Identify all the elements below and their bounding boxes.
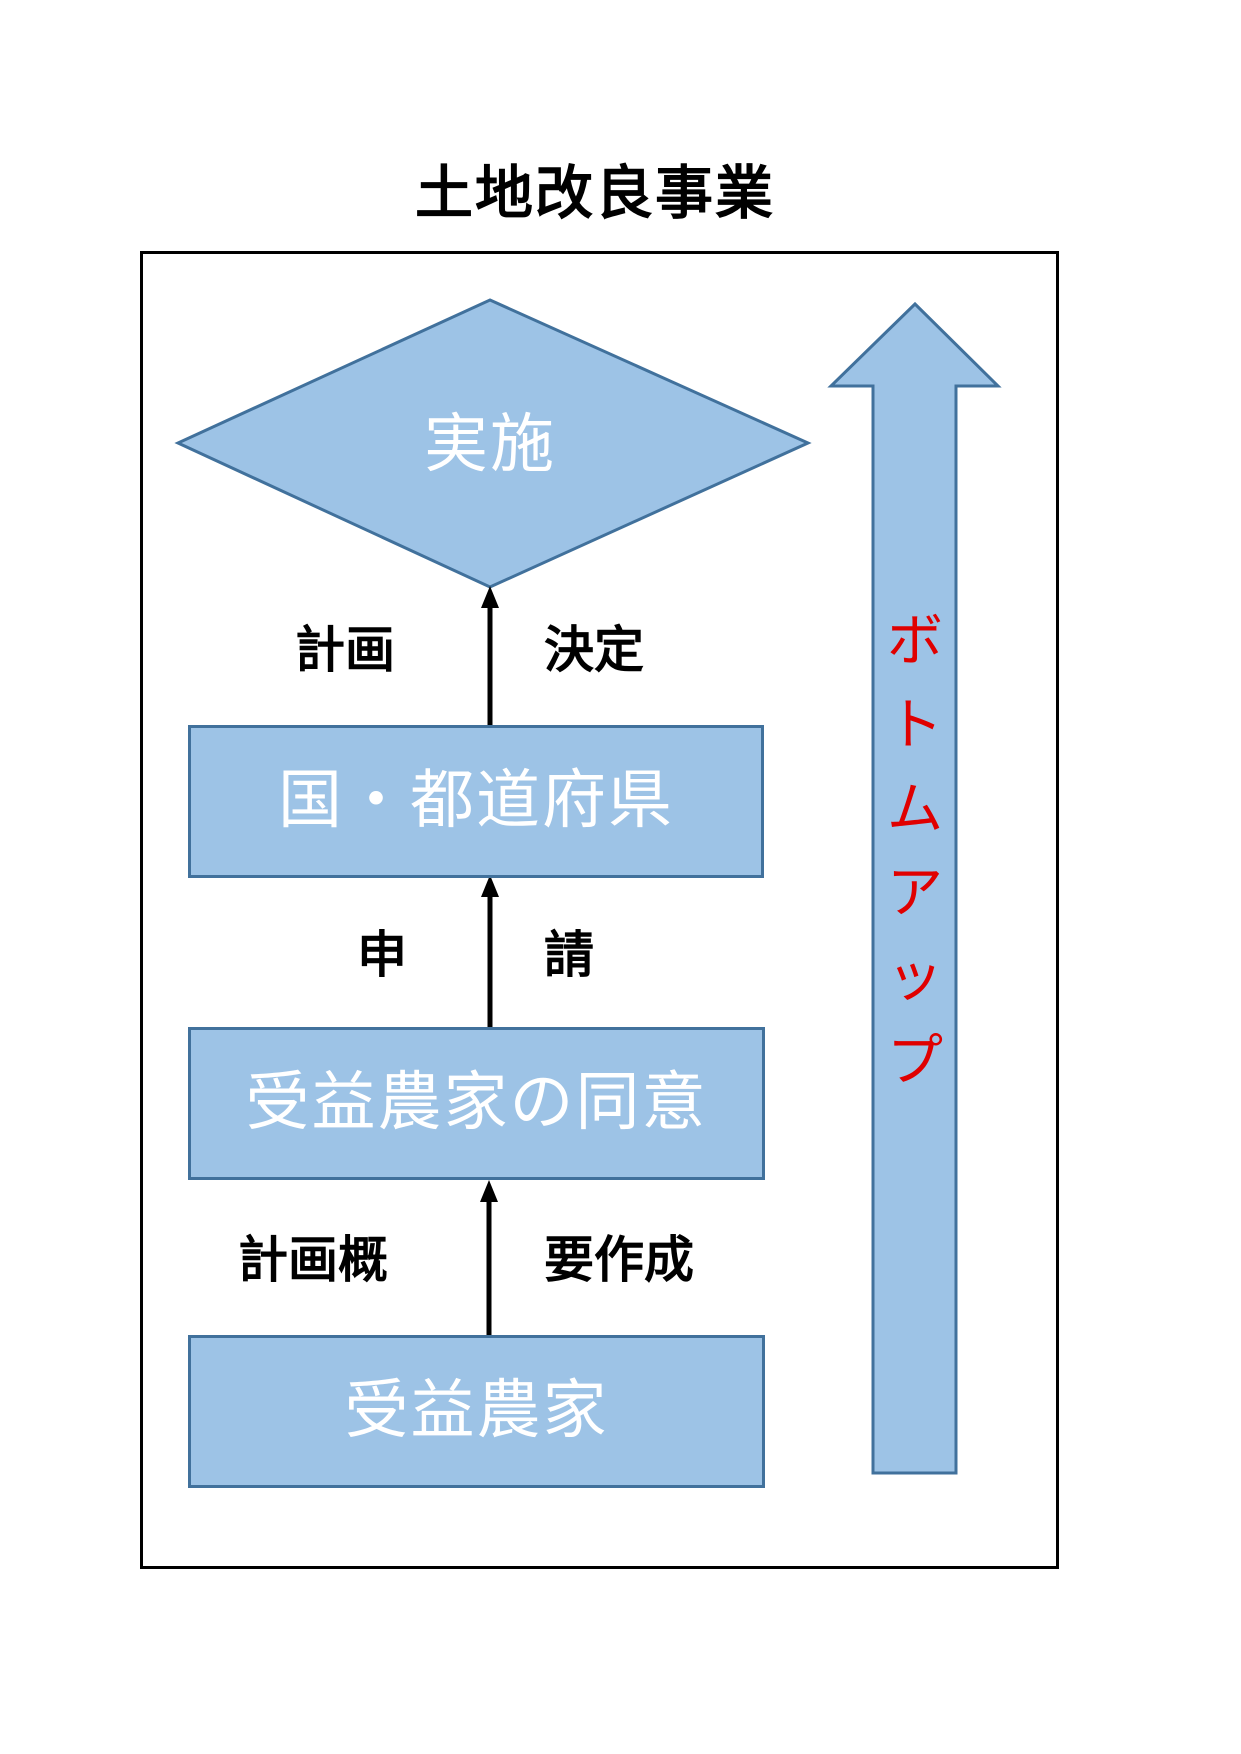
government-box: 国・都道府県 (188, 725, 764, 878)
edge-label-apply-left: 申 (357, 926, 407, 984)
consent-box: 受益農家の同意 (188, 1027, 765, 1180)
arrowhead-farmers-to-consent (480, 1180, 498, 1202)
edge-label-decision: 決定 (544, 621, 644, 679)
bottom-up-char: ッ (887, 945, 943, 1010)
edge-label-plan: 計画 (295, 621, 395, 679)
arrowhead-consent-to-government (481, 875, 499, 897)
bottom-up-char: ア (887, 861, 943, 926)
edge-label-outline-right: 要作成 (544, 1231, 694, 1289)
bottom-up-label: ボ ト ム ア ッ プ (875, 600, 955, 1104)
diagram-frame (140, 251, 1059, 1569)
bottom-up-char: ム (887, 777, 943, 842)
bottom-up-char: ボ (887, 609, 943, 674)
arrowhead-government-to-implementation (481, 586, 499, 608)
diagram-title: 土地改良事業 (414, 159, 775, 227)
bottom-up-arrow (827, 301, 1002, 1475)
farmers-box: 受益農家 (188, 1335, 765, 1488)
consent-label: 受益農家の同意 (245, 1066, 708, 1140)
implementation-label: 実施 (424, 408, 556, 482)
farmers-label: 受益農家 (344, 1374, 609, 1448)
edge-label-apply-right: 請 (544, 926, 594, 984)
bottom-up-char: プ (887, 1029, 943, 1094)
government-label: 国・都道府県 (278, 764, 674, 838)
edge-label-outline-left: 計画概 (238, 1231, 388, 1289)
bottom-up-char: ト (887, 693, 943, 758)
